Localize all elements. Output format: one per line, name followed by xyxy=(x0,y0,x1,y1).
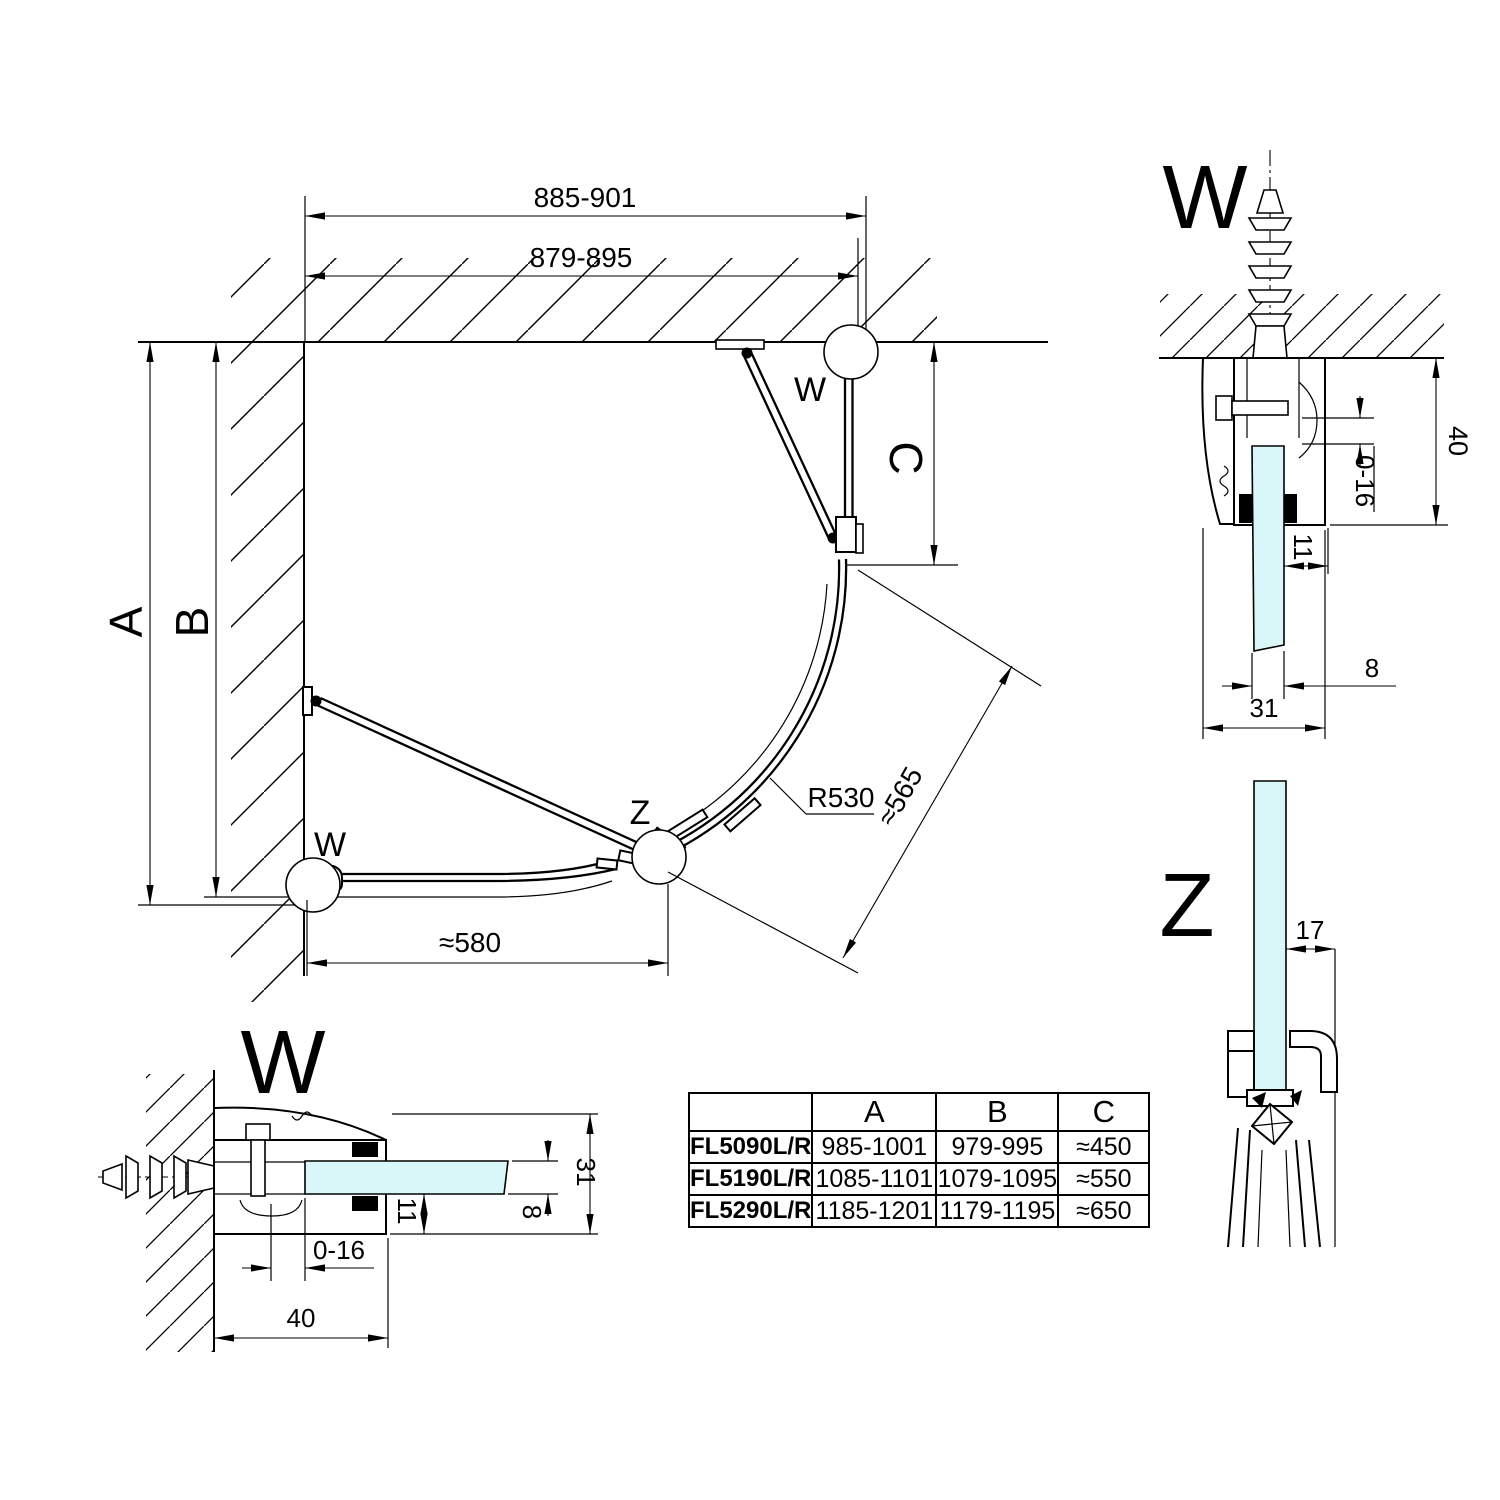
spec-table-row: FL5090L/R 985-1001 979-995 ≈450 xyxy=(687,1130,1151,1164)
adjustment-screw xyxy=(1215,395,1233,421)
dim-b-label: B xyxy=(166,607,218,638)
callout-circle-w-bottom xyxy=(285,857,341,913)
dim-depth-40-b: 40 xyxy=(287,1303,316,1333)
gasket-top-b xyxy=(352,1142,378,1157)
dim-line-arc xyxy=(842,665,1013,959)
dim-adjust-016-b: 0-16 xyxy=(313,1235,365,1265)
spec-model: FL5290L/R xyxy=(687,1194,814,1228)
hinge-mechanism xyxy=(1227,1030,1338,1248)
arm-pivot-bottom xyxy=(310,695,322,707)
spec-value-a: 985-1001 xyxy=(811,1130,938,1164)
glass-panel-z xyxy=(1253,780,1287,1098)
profile-flange-b xyxy=(213,1106,387,1141)
lower-door-profile xyxy=(1227,1127,1321,1248)
dim-depth-40: 40 xyxy=(1443,426,1473,456)
spec-value-b: 1179-1195 xyxy=(935,1194,1060,1228)
dim-glass-8: 8 xyxy=(1365,653,1379,683)
spec-header-c: C xyxy=(1057,1092,1151,1132)
spec-header-b: B xyxy=(935,1092,1060,1132)
spec-value-a: 1085-1101 xyxy=(811,1162,938,1196)
adjustment-screw-b xyxy=(245,1123,271,1141)
glass-panel-w-bottom xyxy=(304,1160,509,1195)
spec-table-row: FL5190L/R 1085-1101 1079-1095 ≈550 xyxy=(687,1162,1151,1196)
spec-header-model xyxy=(687,1092,814,1132)
top-wall-hatch xyxy=(231,258,937,342)
door-handle-bar-outer xyxy=(723,796,762,833)
callout-circle-w-top xyxy=(823,324,879,380)
curved-door-inner xyxy=(654,559,841,854)
gasket-bottom-b xyxy=(352,1196,378,1211)
curved-door-outer xyxy=(656,558,848,861)
detail-z-label: Z xyxy=(1160,856,1215,956)
bottom-glass-top-edge xyxy=(325,860,608,876)
spec-table-header-row: A B C xyxy=(687,1092,1151,1132)
dim-radius: R530 xyxy=(808,782,875,813)
spec-value-b: 979-995 xyxy=(935,1130,1060,1164)
dim-adjust-016: 0-16 xyxy=(1350,455,1380,507)
glass-connector-top xyxy=(835,516,857,553)
spring-symbol-b xyxy=(291,1111,313,1121)
spec-value-b: 1079-1095 xyxy=(935,1162,1060,1196)
spec-model: FL5090L/R xyxy=(687,1130,814,1164)
dim-bottom-width: ≈580 xyxy=(439,927,501,958)
spec-value-a: 1185-1201 xyxy=(811,1194,938,1228)
spec-table: A B C FL5090L/R 985-1001 979-995 ≈450 FL… xyxy=(687,1092,1151,1228)
bottom-glass-bottom-edge xyxy=(325,867,617,883)
dim-total-width: 885-901 xyxy=(534,182,637,213)
detail-w-top: W 40 0-16 xyxy=(1159,148,1473,739)
detail-w-bottom: W 31 8 11 xyxy=(98,1013,601,1352)
detail-w-bottom-label: W xyxy=(241,1013,326,1113)
gasket-right xyxy=(1284,494,1297,523)
callout-z-label: Z xyxy=(630,794,651,832)
dim-width-31: 31 xyxy=(1250,693,1279,723)
tray-front-line xyxy=(305,880,613,898)
dim-glass-width: 879-895 xyxy=(530,242,633,273)
dim-c-label: C xyxy=(880,441,932,474)
detail-w-top-label: W xyxy=(1163,148,1248,248)
arm-wall-plate-top xyxy=(715,339,765,350)
detail-w-bottom-wall-hatch xyxy=(146,1074,214,1352)
main-plan-view: 885-901 879-895 A B C W xyxy=(100,182,1048,1002)
dim-width-31-b: 31 xyxy=(571,1158,601,1187)
spring-symbol xyxy=(1219,465,1229,497)
dim-gap-17: 17 xyxy=(1296,915,1325,945)
spec-model: FL5190L/R xyxy=(687,1162,814,1196)
spec-value-c: ≈450 xyxy=(1057,1130,1151,1164)
spec-table-row: FL5290L/R 1185-1201 1179-1195 ≈650 xyxy=(687,1194,1151,1228)
callout-w-bottom-label: W xyxy=(314,826,346,864)
callout-circle-z xyxy=(631,829,687,885)
profile-flange xyxy=(1201,357,1235,525)
spec-value-c: ≈650 xyxy=(1057,1194,1151,1228)
dim-a-label: A xyxy=(100,606,152,637)
spec-header-a: A xyxy=(811,1092,938,1132)
dim-inset-11-b: 11 xyxy=(392,1198,422,1225)
dim-inset-11: 11 xyxy=(1288,534,1318,561)
tray-edge-arc xyxy=(676,583,828,828)
detail-z: Z 17 xyxy=(1160,780,1338,1248)
support-arm-top xyxy=(742,351,838,540)
detail-w-top-wall-hatch xyxy=(1160,294,1444,358)
callout-w-top-label: W xyxy=(794,371,826,409)
glass-panel-w-top xyxy=(1251,445,1285,652)
support-arm-bottom xyxy=(314,696,650,856)
spec-value-c: ≈550 xyxy=(1057,1162,1151,1196)
dim-glass-8-b: 8 xyxy=(517,1205,547,1219)
dim-arc-width: ≈565 xyxy=(871,762,929,831)
arm-pivot-top xyxy=(741,347,753,359)
gasket-left xyxy=(1239,494,1252,523)
